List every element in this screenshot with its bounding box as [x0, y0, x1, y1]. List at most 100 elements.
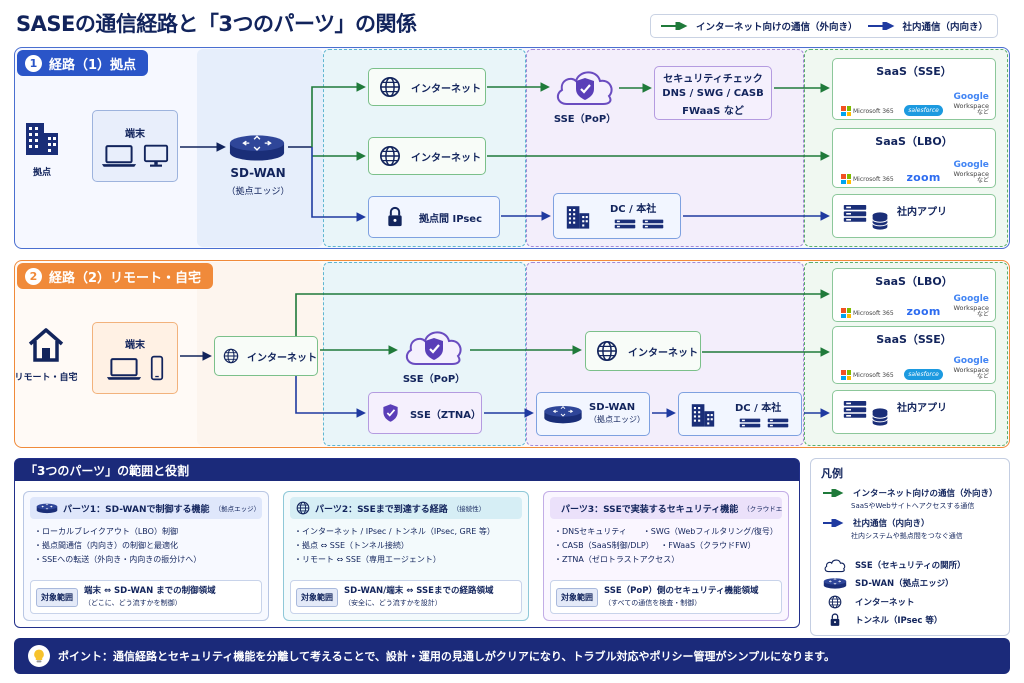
zoom-logo: zoom [906, 171, 941, 184]
route2-internal-app-label: 社内アプリ [897, 403, 947, 414]
parts-panel: 「3つのパーツ」の範囲と役割 パーツ1：SD-WANで制御する機能 （拠点エッジ… [14, 458, 800, 628]
database-icon [871, 407, 889, 427]
part2-scope-tag: 対象範囲 [296, 587, 338, 607]
workspace-text: Workspace [953, 169, 989, 178]
shield-icon [381, 402, 400, 424]
legend-internal: 社内通信（内向き） [867, 19, 988, 33]
part3-scope-sub: （すべての通信を検査・制御） [604, 599, 702, 607]
part1-bullet: ・SSEへの転送（外向き・内向きの振分けへ） [34, 555, 202, 564]
route1-sdwan-sub: （拠点エッジ） [226, 187, 290, 197]
route1-ipsec-node: 拠点間 IPsec [368, 196, 500, 238]
legend-tunnel-row: トンネル（IPsec 等） [823, 613, 942, 627]
part2-sub: （接続性） [452, 505, 486, 513]
route1-device-box: 端末 [92, 110, 178, 182]
sse-cloud-icon [402, 324, 466, 368]
legend-sse-label: SSE（セキュリティの関所） [855, 561, 966, 571]
workspace-text: Workspace [953, 101, 989, 110]
route2-sdwan-node: SD-WAN （拠点エッジ） [536, 392, 650, 436]
laptop-icon [106, 357, 142, 381]
route1-number: 1 [25, 54, 42, 72]
salesforce-logo: salesforce [904, 369, 943, 380]
ms365-text: Microsoft 365 [853, 107, 894, 115]
workspace-text: Workspace [953, 365, 989, 374]
lock-icon [823, 613, 847, 627]
globe-icon [379, 145, 401, 167]
route2-ztna-label: SSE（ZTNA） [410, 409, 481, 421]
legend-external-label: インターネット向けの通信（外向き） [696, 22, 858, 33]
microsoft365-logo: Microsoft 365 [841, 174, 894, 184]
part1-sub: （拠点エッジ） [214, 505, 261, 513]
part3-bullet: ・DNSセキュリティ ・SWG（Webフィルタリング/復号） [554, 527, 778, 536]
top-legend: インターネット向けの通信（外向き） 社内通信（内向き） [650, 14, 998, 38]
monitor-icon [143, 144, 169, 168]
part3-title: パーツ3：SSEで実装するセキュリティ機能 [561, 504, 739, 515]
point-text: ポイント：通信経路とセキュリティ機能を分離して考えることで、設計・運用の見通しが… [58, 650, 836, 663]
part3-scope-tag: 対象範囲 [556, 587, 598, 607]
part3-bullets: ・DNSセキュリティ ・SWG（Webフィルタリング/復号） ・CASB（Saa… [554, 525, 778, 567]
sdwan-router-icon [36, 502, 58, 514]
building-icon [564, 201, 592, 231]
route2-sdwan-sub: （拠点エッジ） [589, 415, 645, 424]
server-rack-icon [767, 417, 789, 429]
route2-internal-app-box: 社内アプリ [832, 390, 996, 434]
cloud-icon [824, 559, 846, 573]
route1-site-label: 拠点 [32, 168, 51, 178]
part3-bullet: ・CASB（SaaS制御/DLP） ・FWaaS（クラウドFW） [554, 541, 756, 550]
route1-internet-node-2: インターネット [368, 137, 486, 175]
database-icon [871, 211, 889, 231]
workspace-text: Workspace [953, 303, 989, 312]
legend-internet-row: インターネット [823, 595, 915, 609]
part3-header: パーツ3：SSEで実装するセキュリティ機能 （クラウドエッジ） [550, 497, 782, 519]
part2-scope-main: SD-WAN/端末 ⇔ SSEまでの経路領域 [344, 586, 494, 596]
google-text: Google [953, 92, 989, 103]
salesforce-logo: salesforce [904, 105, 943, 116]
route2-saas-sse-title: SaaS（SSE） [876, 333, 952, 346]
point-banner: ポイント：通信経路とセキュリティ機能を分離して考えることで、設計・運用の見通しが… [14, 638, 1010, 674]
route2-internet-label: インターネット [247, 352, 317, 364]
legend-panel: 凡例 インターネット向けの通信（外向き） SaaSやWebサイトへアクセスする通… [810, 458, 1010, 636]
part2-bullet: ・リモート ⇔ SSE（専用エージェント） [294, 555, 441, 564]
part1-card: パーツ1：SD-WANで制御する機能 （拠点エッジ） ・ローカルブレイクアウト（… [23, 491, 269, 621]
lock-icon [385, 206, 405, 228]
part1-scope: 対象範囲 端末 ⇔ SD-WAN までの制御領域（どこに、どう流すかを制御） [30, 580, 262, 614]
route1-saas-lbo-title: SaaS（LBO） [875, 135, 953, 148]
route1-sdwan-label: SD-WAN [230, 166, 286, 180]
route2-device-label: 端末 [125, 339, 145, 351]
building-icon [22, 115, 62, 159]
server-rack-icon [739, 417, 761, 429]
microsoft365-logo: Microsoft 365 [841, 370, 894, 380]
route2-tab-label: 経路（2）リモート・自宅 [49, 270, 202, 286]
route1-internal-app-label: 社内アプリ [897, 207, 947, 218]
security-check-line1: DNS / SWG / CASB [662, 87, 764, 99]
green-arrow-icon [823, 489, 844, 497]
ms365-text: Microsoft 365 [853, 175, 894, 183]
route2-internet-node: インターネット [214, 336, 318, 376]
route2-saas-sse-box: SaaS（SSE） Microsoft 365 salesforce Googl… [832, 326, 996, 384]
security-check-title: セキュリティチェック [663, 73, 763, 85]
part2-bullets: ・インターネット / IPsec / トンネル（IPsec, GRE 等） ・拠… [294, 525, 495, 567]
blue-arrow-icon [823, 519, 844, 527]
part1-title: パーツ1：SD-WANで制御する機能 [63, 504, 210, 515]
route1-ipsec-label: 拠点間 IPsec [419, 213, 483, 225]
nado-text: など [976, 176, 989, 184]
route2-tab: 2 経路（2）リモート・自宅 [17, 263, 214, 289]
route1-saas-sse-title: SaaS（SSE） [876, 65, 952, 78]
route1-dc-label: DC / 本社 [610, 204, 657, 215]
legend-ext-label: インターネット向けの通信（外向き） [853, 489, 998, 499]
part1-scope-tag: 対象範囲 [36, 587, 78, 607]
smartphone-icon [150, 355, 164, 381]
part3-bullet: ・ZTNA（ゼロトラストアクセス） [554, 555, 680, 564]
legend-ext-sub: SaaSやWebサイトへアクセスする通信 [851, 502, 975, 510]
legend-internet-label: インターネット [855, 598, 915, 608]
legend-int-label: 社内通信（内向き） [853, 519, 930, 529]
legend-title: 凡例 [821, 467, 843, 480]
laptop-icon [101, 144, 137, 168]
route2-internet-label-2: インターネット [628, 347, 698, 359]
part2-title: パーツ2：SSEまで到達する経路 [315, 504, 448, 515]
